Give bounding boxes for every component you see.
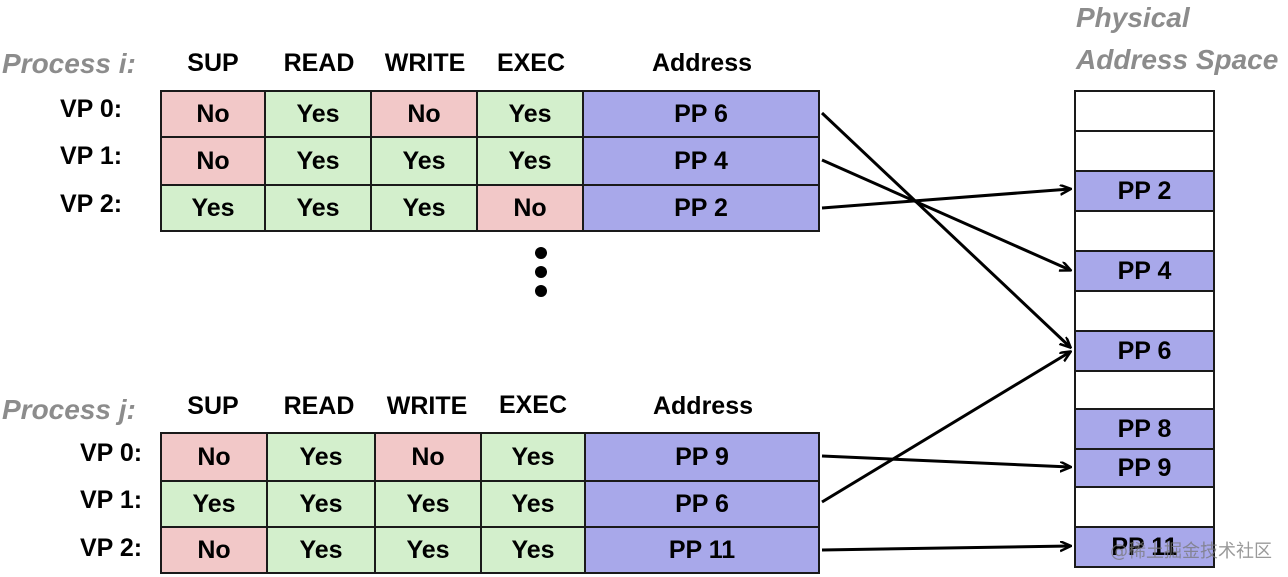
physical-title-line2: Address Space	[1076, 44, 1279, 75]
process-j-vp1-read: Yes	[266, 480, 376, 528]
ellipsis-dot-1	[535, 247, 547, 259]
process-i-header-write: WRITE	[384, 49, 466, 77]
process-i-vp0-exec: Yes	[476, 90, 584, 138]
physical-slot-pp4: PP 4	[1074, 250, 1215, 292]
process-j-vp2-exec: Yes	[480, 526, 586, 574]
arrow-j-vp0-to-pp9	[821, 454, 1070, 467]
physical-title-line1: Physical	[1076, 2, 1190, 33]
process-j-vp2-write: Yes	[374, 526, 482, 574]
process-i-vp0-read: Yes	[264, 90, 372, 138]
ellipsis-dot-2	[535, 266, 547, 278]
process-i-vp2-address: PP 2	[582, 184, 820, 232]
process-j-vp2-label: VP 2:	[80, 534, 143, 562]
arrow-j-vp2-to-pp11	[821, 546, 1070, 550]
process-j-vp1-address: PP 6	[584, 480, 820, 528]
process-i-vp2-read: Yes	[264, 184, 372, 232]
physical-slot-pp9: PP 9	[1074, 448, 1215, 488]
process-j-vp0-exec: Yes	[480, 432, 586, 482]
process-j-vp0-label: VP 0:	[80, 439, 143, 467]
physical-slot-pp6: PP 6	[1074, 330, 1215, 372]
process-j-vp1-write: Yes	[374, 480, 482, 528]
process-j-title: Process j:	[2, 394, 136, 425]
process-i-header-sup: SUP	[187, 49, 239, 77]
process-j-vp0-address: PP 9	[584, 432, 820, 482]
process-j-header-read: READ	[283, 392, 355, 420]
process-j-header-exec: EXEC	[498, 391, 568, 419]
process-j-header-write: WRITE	[386, 392, 468, 420]
arrow-i-vp1-to-pp4	[821, 158, 1070, 270]
process-j-vp2-address: PP 11	[584, 526, 820, 574]
arrow-i-vp0-to-pp6	[820, 111, 1070, 347]
process-i-vp0-address: PP 6	[582, 90, 820, 138]
physical-slot-pp11: PP 11	[1074, 526, 1215, 568]
watermark: @稀土掘金技术社区	[1110, 541, 1272, 562]
process-j-vp1-label: VP 1:	[80, 486, 143, 514]
process-i-vp0-write: No	[370, 90, 478, 138]
process-i-vp0-label: VP 0:	[60, 95, 123, 123]
arrow-i-vp2-to-pp2	[821, 189, 1070, 210]
process-i-vp1-label: VP 1:	[60, 142, 123, 170]
process-i-vp2-label: VP 2:	[60, 190, 123, 218]
ellipsis-dot-3	[535, 285, 547, 297]
process-i-vp1-read: Yes	[264, 136, 372, 186]
physical-slot-7	[1074, 370, 1215, 410]
process-j-vp0-sup: No	[160, 432, 268, 482]
process-i-vp1-sup: No	[160, 136, 266, 186]
process-j-vp0-write: No	[374, 432, 482, 482]
process-i-vp2-write: Yes	[370, 184, 478, 232]
process-j-vp2-sup: No	[160, 526, 268, 574]
process-i-vp2-sup: Yes	[160, 184, 266, 232]
process-j-header-sup: SUP	[187, 392, 239, 420]
process-i-vp2-exec: No	[476, 184, 584, 232]
arrow-j-vp1-to-pp6	[821, 352, 1070, 504]
process-j-header-address: Address	[652, 392, 754, 420]
process-i-header-read: READ	[283, 49, 355, 77]
process-j-vp2-read: Yes	[266, 526, 376, 574]
process-i-header-exec: EXEC	[496, 49, 566, 77]
physical-slot-10	[1074, 486, 1215, 528]
process-i-title: Process i:	[2, 48, 136, 79]
process-i-header-address: Address	[651, 49, 753, 77]
